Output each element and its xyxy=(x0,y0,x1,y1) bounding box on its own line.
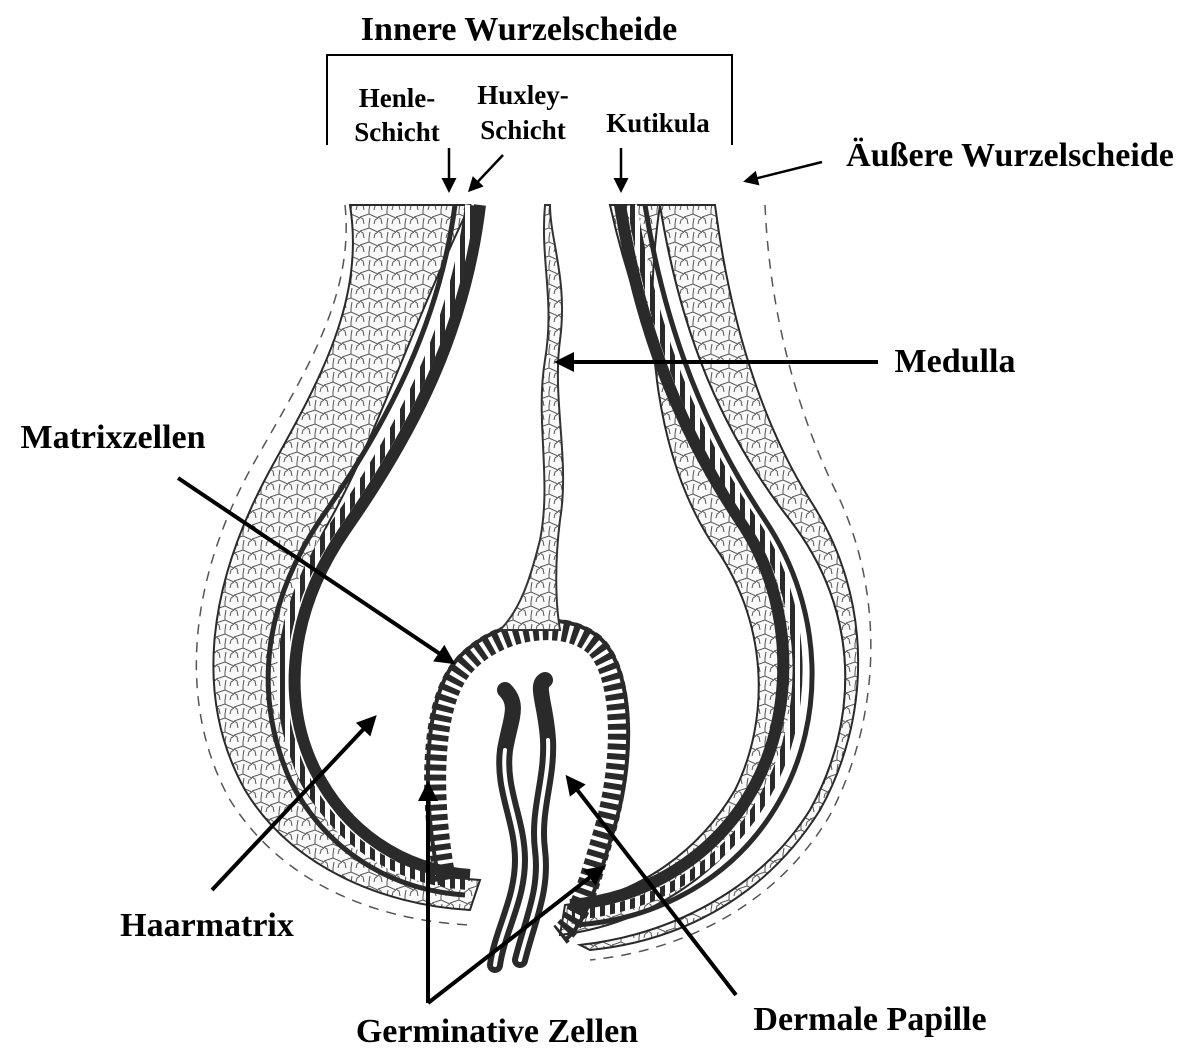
label-huxley-line2: Schicht xyxy=(480,115,566,145)
label-dermale-papille: Dermale Papille xyxy=(753,1001,986,1038)
label-germinative-zellen: Germinative Zellen xyxy=(356,1013,638,1050)
label-henle-line1: Henle- xyxy=(359,83,435,113)
label-aeussere-wurzelscheide: Äußere Wurzelscheide xyxy=(846,137,1174,174)
outer-sheath-arrow xyxy=(746,162,822,181)
medulla-strand xyxy=(500,205,563,630)
label-huxley-line1: Huxley- xyxy=(477,80,569,110)
label-medulla: Medulla xyxy=(895,343,1016,380)
label-kutikula: Kutikula xyxy=(606,108,710,138)
label-haarmatrix: Haarmatrix xyxy=(120,907,294,944)
label-henle-line2: Schicht xyxy=(354,117,440,147)
label-matrixzellen: Matrixzellen xyxy=(20,419,205,456)
label-innere-wurzelscheide: Innere Wurzelscheide xyxy=(361,11,677,48)
huxley-arrow xyxy=(470,155,503,190)
follicle-tissue xyxy=(196,205,870,965)
